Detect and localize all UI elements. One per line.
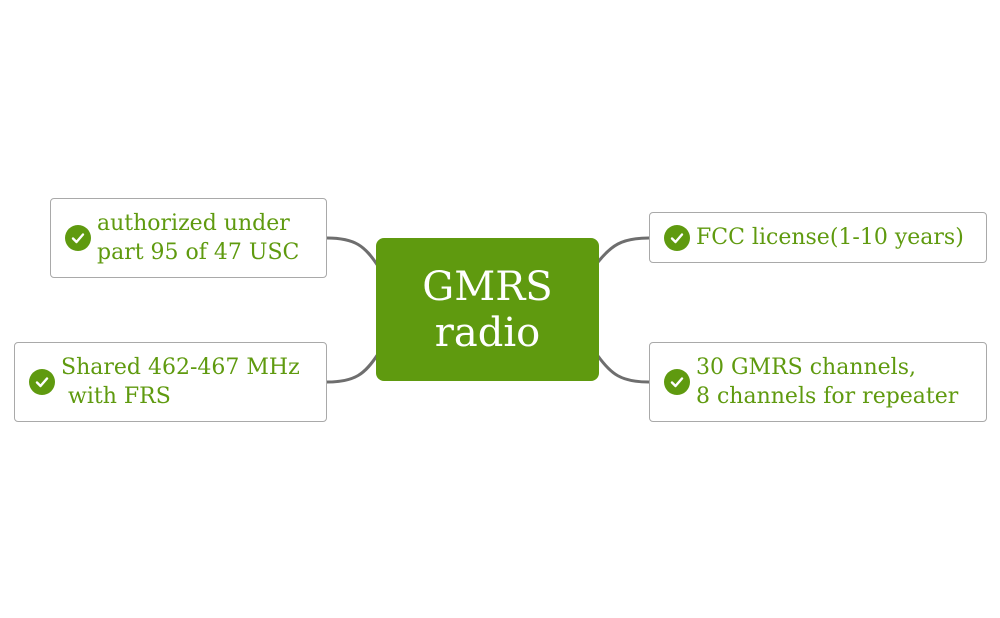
node-authorized-text: authorized under part 95 of 47 USC <box>97 211 300 265</box>
node-channels-text: 30 GMRS channels, 8 channels for repeate… <box>696 355 959 409</box>
node-fcc-license: FCC license(1-10 years) <box>649 212 987 263</box>
center-title-line2: radio <box>434 309 541 356</box>
node-fcc-license-text: FCC license(1-10 years) <box>696 225 964 250</box>
check-circle-icon <box>664 224 690 251</box>
node-authorized: authorized under part 95 of 47 USC <box>50 198 327 278</box>
node-channels: 30 GMRS channels, 8 channels for repeate… <box>649 342 987 422</box>
connector-shared <box>326 353 380 384</box>
check-circle-icon <box>664 369 690 395</box>
connector-channels <box>596 355 650 384</box>
connector-authorized <box>326 236 380 267</box>
center-node: GMRS radio <box>376 238 599 381</box>
node-shared-frequencies-text: Shared 462-467 MHz with FRS <box>61 355 300 409</box>
center-title-line1: GMRS <box>422 263 553 310</box>
check-circle-icon <box>65 225 91 251</box>
check-circle-icon <box>29 369 55 395</box>
node-shared-frequencies: Shared 462-467 MHz with FRS <box>14 342 327 422</box>
connector-fcc <box>596 236 650 263</box>
